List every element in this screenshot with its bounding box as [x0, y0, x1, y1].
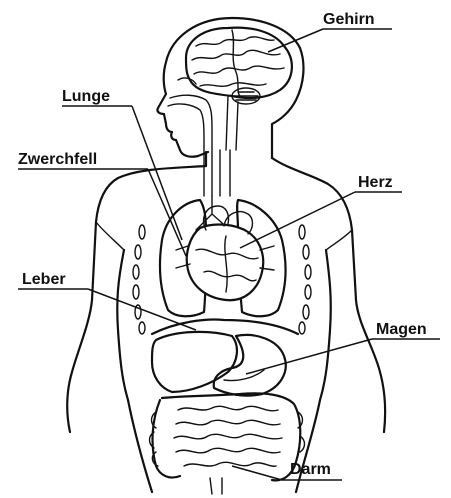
leader-line-leber-pointer	[88, 289, 196, 330]
leader-line-darm-pointer	[232, 466, 282, 480]
label-darm: Darm	[290, 461, 331, 478]
leader-line-herz-pointer	[240, 192, 355, 248]
label-herz: Herz	[358, 174, 393, 191]
leader-line-gehirn-pointer	[268, 29, 323, 52]
label-zwerchfell-group: Zwerchfell	[18, 151, 186, 256]
label-magen-group: Magen	[246, 321, 440, 374]
label-magen: Magen	[376, 321, 427, 338]
label-zwerchfell: Zwerchfell	[18, 151, 97, 168]
leader-line-magen-pointer	[246, 339, 372, 374]
intestines	[150, 393, 305, 494]
label-leber: Leber	[22, 271, 66, 288]
leader-line-lunge-pointer	[132, 106, 182, 240]
label-gehirn: Gehirn	[323, 11, 375, 28]
label-lunge: Lunge	[62, 88, 110, 105]
leader-line-zwerchfell-pointer	[148, 169, 186, 256]
heart	[176, 206, 274, 300]
label-leber-group: Leber	[18, 271, 196, 330]
brain	[186, 28, 292, 150]
liver	[152, 332, 237, 392]
